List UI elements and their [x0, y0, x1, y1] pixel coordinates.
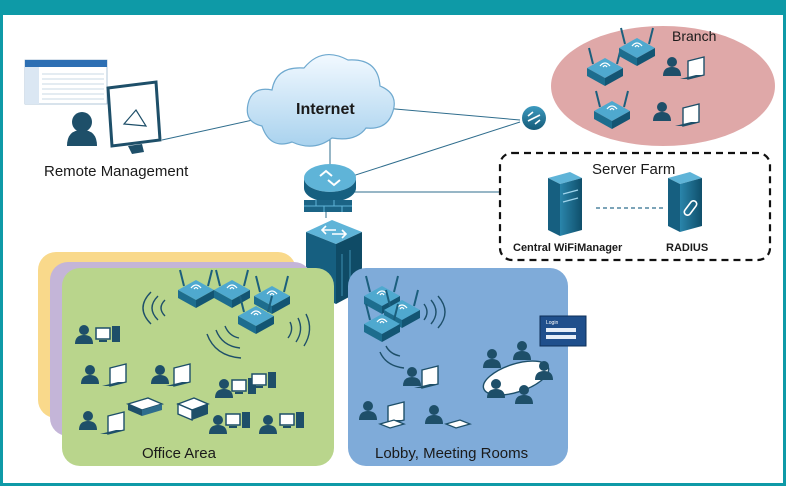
wifi-waves-icon: [379, 295, 446, 369]
office-pc-icon: [251, 371, 277, 389]
radius-server-icon: [668, 172, 702, 232]
server-farm: Server Farm Central WiFiManager RADIUS: [498, 151, 772, 262]
login-screen-icon: Login: [539, 315, 587, 347]
lobby-label: Lobby, Meeting Rooms: [375, 445, 528, 462]
internet-label: Internet: [296, 101, 355, 118]
core-router-icon: [304, 164, 356, 202]
remote-management: Remote Management: [24, 59, 189, 180]
office-pc-icon: [225, 411, 251, 429]
tablet-icon: [443, 419, 473, 429]
server-farm-label: Server Farm: [592, 161, 675, 178]
office-pc-icon: [95, 325, 121, 343]
radius-label: RADIUS: [666, 242, 708, 254]
office-area-label: Office Area: [142, 445, 217, 462]
office-pc-icon: [279, 411, 305, 429]
admin-user-icon: [67, 112, 97, 146]
tablet-icon: [377, 419, 407, 429]
dashboard-screenshot: [24, 59, 108, 105]
branch-site: Branch: [551, 26, 775, 146]
lobby-area: Login Lobby, Meeting Rooms: [348, 268, 587, 466]
wifi-waves-icon: [142, 291, 311, 359]
central-wifimanager-label: Central WiFiManager: [513, 242, 623, 254]
firewall-icon: [304, 200, 352, 212]
phone-icon: [125, 397, 165, 416]
branch-router-icon: [522, 106, 546, 130]
internet-cloud: Internet: [246, 53, 395, 147]
office-area: Office Area: [38, 252, 334, 466]
top-accent-bar: [0, 0, 786, 15]
remote-management-label: Remote Management: [44, 163, 189, 180]
meeting-table-icon: [482, 341, 553, 404]
printer-icon: [176, 397, 210, 422]
login-title: Login: [546, 320, 558, 326]
monitor-icon: [106, 80, 162, 154]
branch-label: Branch: [672, 28, 716, 44]
server-icon: [548, 172, 582, 236]
